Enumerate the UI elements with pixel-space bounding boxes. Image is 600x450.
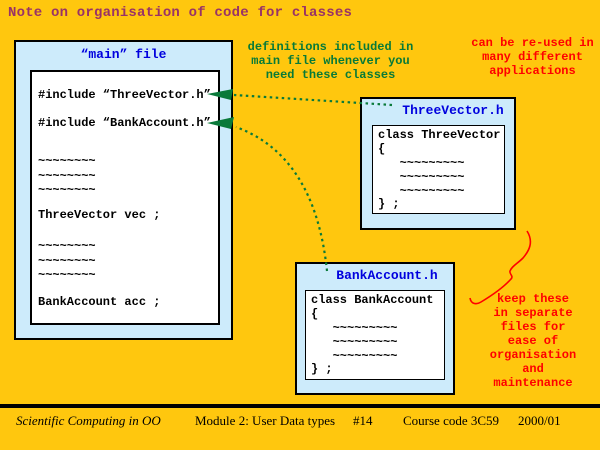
code-line: { — [311, 307, 319, 321]
bankaccount-label: BankAccount.h — [336, 268, 438, 283]
footer-year: 2000/01 — [518, 413, 561, 428]
code-line: class BankAccount — [311, 293, 434, 307]
code-line: ~~~~~~~~ — [38, 169, 96, 183]
threevector-code-box — [372, 125, 505, 214]
code-line: ~~~~~~~~~ — [311, 335, 398, 349]
code-line: ~~~~~~~~ — [38, 239, 96, 253]
code-line: ~~~~~~~~ — [38, 183, 96, 197]
reuse-note: can be re-used in many different applica… — [471, 36, 594, 78]
definitions-note: definitions included in main file whenev… — [247, 40, 414, 82]
code-line: } ; — [311, 362, 333, 376]
main-file-code-box — [30, 70, 220, 325]
separate-files-note: keep these in separate files for ease of… — [489, 292, 577, 390]
footer-module: Module 2: User Data types — [195, 413, 336, 428]
footer-slide-number: #14 — [353, 413, 373, 428]
footer-course-code: Course code 3C59 — [403, 413, 500, 428]
threevector-label: ThreeVector.h — [402, 103, 504, 118]
code-line: ~~~~~~~~~ — [378, 170, 465, 184]
footer-rule — [0, 404, 600, 408]
code-line: { — [378, 142, 386, 156]
code-line: ThreeVector vec ; — [38, 208, 161, 222]
code-line: #include “BankAccount.h” — [38, 116, 211, 130]
code-line: ~~~~~~~~ — [38, 154, 96, 168]
code-line: ~~~~~~~~~ — [378, 156, 465, 170]
footer-course-title: Scientific Computing in OO — [16, 413, 161, 428]
main-file-label: “main” file — [80, 47, 167, 62]
bankaccount-code-box — [305, 290, 445, 380]
include-arrow-bankaccount-line — [235, 125, 329, 272]
slide-title: Note on organisation of code for classes — [8, 5, 353, 21]
code-line: ~~~~~~~~~ — [311, 349, 398, 363]
code-line: ~~~~~~~~~ — [311, 321, 398, 335]
code-line: } ; — [378, 197, 400, 211]
code-line: ~~~~~~~~ — [38, 268, 96, 282]
code-line: #include “ThreeVector.h” — [38, 88, 211, 102]
code-line: ~~~~~~~~~ — [378, 184, 465, 198]
code-line: ~~~~~~~~ — [38, 254, 96, 268]
code-line: BankAccount acc ; — [38, 295, 161, 309]
code-line: class ThreeVector — [378, 128, 501, 142]
